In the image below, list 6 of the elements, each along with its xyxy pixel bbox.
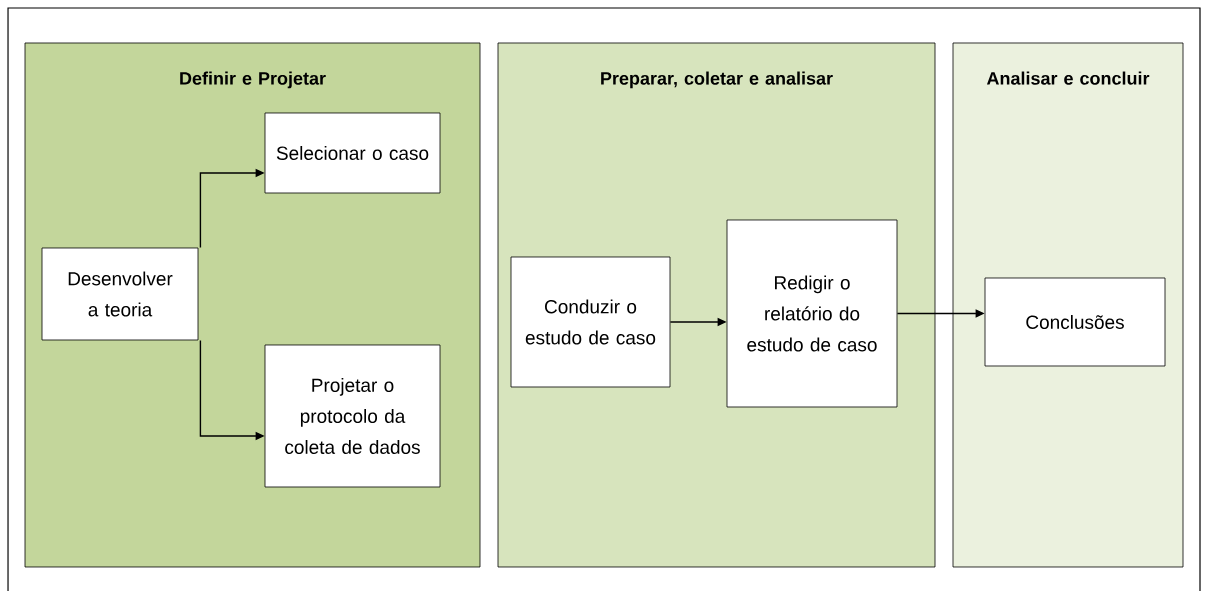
process-box: Conduzir o estudo de caso bbox=[510, 256, 671, 388]
process-box: Redigir o relatório do estudo de caso bbox=[726, 219, 898, 408]
process-box: Conclusões bbox=[984, 277, 1166, 367]
process-box: Desenvolver a teoria bbox=[41, 247, 199, 341]
process-box: Projetar o protocolo da coleta de dados bbox=[264, 344, 441, 488]
process-box: Selecionar o caso bbox=[264, 112, 441, 194]
